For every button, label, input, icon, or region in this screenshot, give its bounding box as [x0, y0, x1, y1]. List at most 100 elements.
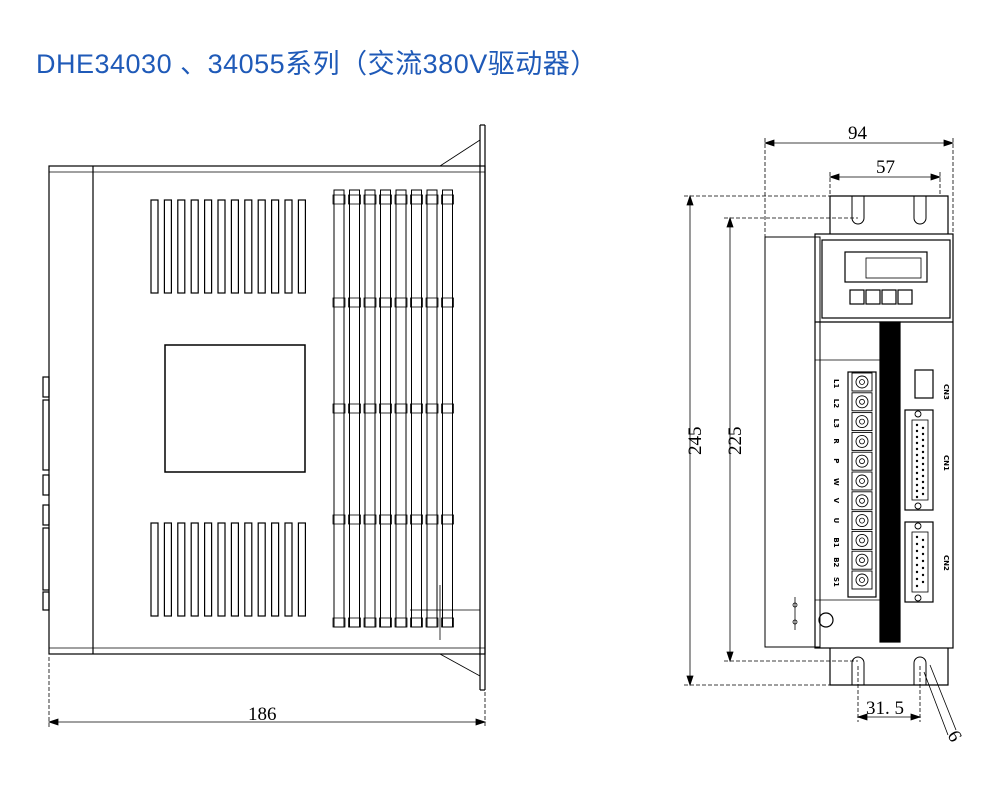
- dim-front-width: [763, 138, 955, 237]
- terminal-slot: [851, 491, 873, 511]
- fin-clip: [394, 297, 408, 308]
- label-cn1: CN1: [942, 455, 950, 471]
- heatsink-fin: [364, 189, 376, 628]
- connector-pin: [921, 573, 925, 577]
- dim-mount-height: [724, 216, 858, 663]
- connector-pin: [921, 474, 925, 478]
- connector-pin: [921, 480, 925, 484]
- fin-clip: [363, 514, 377, 525]
- fin-clip: [441, 514, 454, 525]
- dim-bottom-spacing: [856, 666, 922, 722]
- fin-clip: [363, 403, 377, 414]
- side-window: [164, 344, 306, 473]
- heatsink-fin: [333, 189, 345, 628]
- heatsink-fin: [349, 189, 360, 628]
- terminal-screw: [855, 375, 869, 389]
- vent-slot: [177, 199, 186, 294]
- dim-mount-spacing: [828, 172, 942, 196]
- terminal-screw-center: [859, 557, 865, 564]
- side-connector: [42, 376, 50, 398]
- terminal-slot: [851, 431, 873, 451]
- connector-pin: [915, 584, 919, 588]
- fin-clip: [379, 514, 392, 525]
- fin-clip: [332, 514, 346, 525]
- terminal-label: R: [832, 438, 840, 444]
- terminal-screw: [855, 415, 869, 429]
- connector-pin: [915, 453, 919, 457]
- fin-clip: [332, 403, 346, 414]
- terminal-label: W: [832, 478, 840, 486]
- connector-pin: [915, 577, 919, 581]
- vent-slot: [204, 522, 213, 617]
- vent-slot: [297, 522, 306, 617]
- connector-pin: [915, 563, 919, 567]
- terminal-slot: [851, 372, 873, 392]
- terminal-screw: [855, 474, 869, 488]
- connector-pin: [921, 438, 925, 442]
- heatsink-fin: [380, 189, 391, 628]
- vent-slot: [190, 522, 199, 617]
- label-cn2: CN2: [942, 555, 950, 571]
- terminal-screw: [855, 395, 869, 409]
- terminal-screw: [855, 434, 869, 448]
- terminal-screw: [855, 573, 869, 587]
- connector-pin: [921, 566, 925, 570]
- terminal-screw-center: [859, 537, 865, 544]
- fin-clip: [348, 514, 361, 525]
- connector-pin: [915, 570, 919, 574]
- terminal-screw-center: [859, 458, 865, 465]
- vent-slot: [190, 199, 199, 294]
- vent-slot: [230, 199, 239, 294]
- dim-label-186: 186: [248, 704, 277, 725]
- dim-label-225: 225: [725, 427, 746, 456]
- connector-screw: [914, 594, 922, 602]
- connector-pin: [921, 538, 925, 542]
- terminal-label: V: [832, 498, 840, 504]
- dim-label-245: 245: [685, 427, 706, 456]
- connector-pin: [915, 429, 919, 433]
- side-body-outline: [48, 165, 486, 655]
- fin-clip: [425, 194, 439, 205]
- connector-pin: [921, 444, 925, 448]
- fin-clip: [332, 617, 346, 628]
- page-title: DHE34030 、34055系列（交流380V驱动器）: [36, 49, 598, 79]
- terminal-slot: [851, 451, 873, 471]
- heatsink-fin: [395, 189, 407, 628]
- cn2-connector: [904, 521, 934, 603]
- fin-clip: [441, 617, 454, 628]
- connector-pin: [915, 556, 919, 560]
- connector-pin: [915, 435, 919, 439]
- connector-pin: [915, 447, 919, 451]
- terminal-label: L2: [832, 399, 840, 408]
- fin-clip: [348, 297, 361, 308]
- connector-pin: [921, 552, 925, 556]
- connector-pin: [921, 456, 925, 460]
- terminal-label: P: [832, 458, 840, 463]
- terminal-slot: [851, 550, 873, 570]
- connector-screw: [914, 522, 922, 530]
- vent-slot: [257, 199, 266, 294]
- terminal-screw-center: [859, 478, 865, 484]
- vent-slot: [271, 522, 280, 617]
- terminal-screw: [855, 454, 869, 468]
- heatsink-fin: [426, 189, 438, 628]
- connector-pin: [921, 486, 925, 490]
- cn3-connector: [914, 369, 934, 399]
- connector-pin: [921, 559, 925, 563]
- dim-label-31-5: 31. 5: [866, 698, 904, 719]
- vent-slot: [217, 522, 226, 617]
- connector-pin: [915, 423, 919, 427]
- fin-clip: [441, 297, 454, 308]
- vent-slots-bottom: [150, 522, 306, 617]
- connector-pin: [921, 545, 925, 549]
- connector-pin: [915, 483, 919, 487]
- connector-pin: [921, 580, 925, 584]
- front-panel-outline: [814, 233, 954, 649]
- terminal-slot: [851, 570, 873, 590]
- fin-clip: [332, 297, 346, 308]
- fin-clip: [332, 194, 346, 205]
- fin-clip: [394, 194, 408, 205]
- front-black-strip: [879, 321, 901, 643]
- fin-clip: [410, 194, 423, 205]
